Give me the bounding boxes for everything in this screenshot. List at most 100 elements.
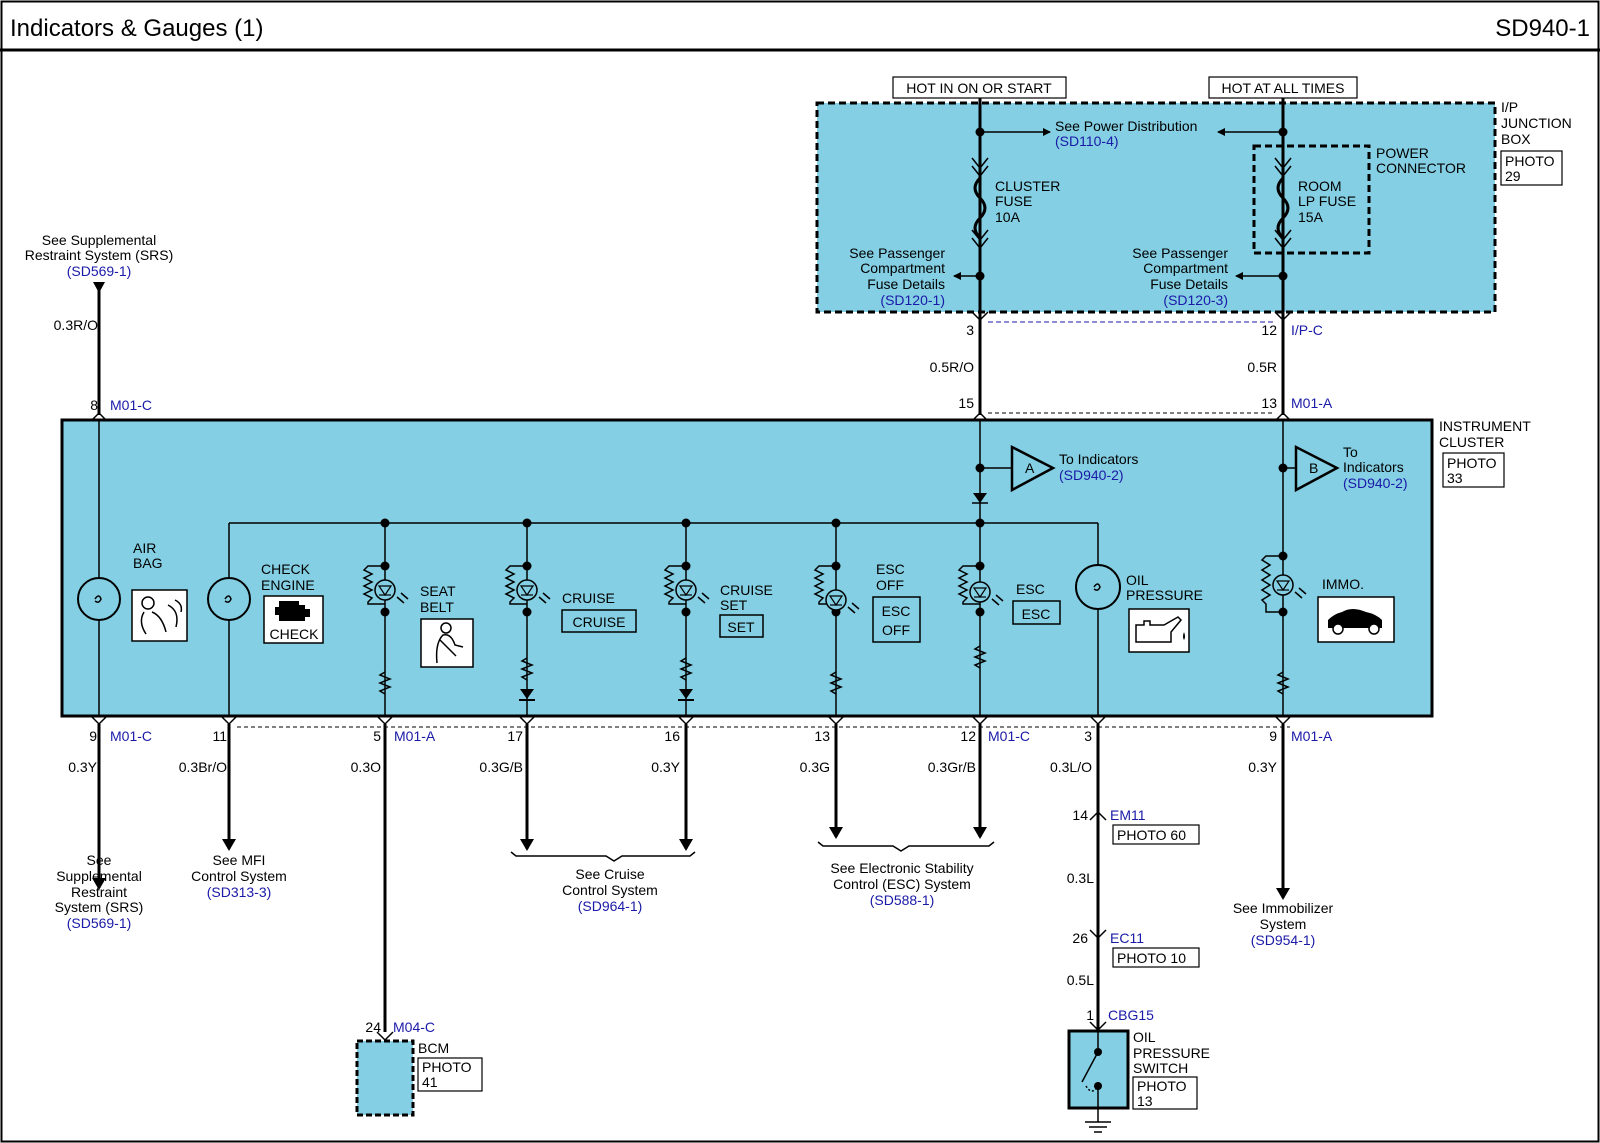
check-engine-label-2: ENGINE xyxy=(261,577,315,593)
cluster-fuse-label-2: FUSE xyxy=(995,193,1032,209)
pin-9-m01c: 9 xyxy=(89,728,97,744)
wire-03bro: 0.3Br/O xyxy=(179,759,227,775)
to-indicators-b: To xyxy=(1343,444,1358,460)
pin-5: 5 xyxy=(373,728,381,744)
wire-03ro: 0.3R/O xyxy=(54,317,98,333)
ip-junction-box: HOT IN ON OR START HOT AT ALL TIMES See … xyxy=(815,76,1572,320)
oil-switch-photo-label: PHOTO xyxy=(1137,1078,1187,1094)
wire-03y-immo: 0.3Y xyxy=(1248,759,1277,775)
cluster-photo-number: 33 xyxy=(1447,470,1463,486)
esc-off-label: ESC xyxy=(876,561,905,577)
check-engine-label: CHECK xyxy=(261,561,311,577)
em11-connector-label: EM11 xyxy=(1110,807,1146,823)
to-indicators-a-ref: (SD940-2) xyxy=(1059,467,1124,483)
pin-12: 12 xyxy=(960,728,976,744)
car-key-icon xyxy=(1317,596,1395,643)
seatbelt-icon xyxy=(420,618,474,668)
immobilizer-note-2: System xyxy=(1260,916,1307,932)
ec11-photo: PHOTO 10 xyxy=(1117,950,1186,966)
m01a-pin-15: 15 xyxy=(958,395,974,411)
m01c-pin-8: 8 xyxy=(90,397,98,413)
srs-bottom-reference: See Supplemental Restraint System (SRS) … xyxy=(55,852,144,931)
engine-icon: CHECK xyxy=(263,595,324,644)
marker-b: B xyxy=(1309,460,1318,476)
page-title: Indicators & Gauges (1) xyxy=(10,15,263,42)
oil-can-icon xyxy=(1128,608,1190,653)
pin-9-m01a: 9 xyxy=(1269,728,1277,744)
m01a-pin-13: 13 xyxy=(1261,395,1277,411)
m01c-connector-top: M01-C xyxy=(110,397,152,413)
esc-reference: See Electronic Stability Control (ESC) S… xyxy=(817,841,995,908)
pin-13: 13 xyxy=(814,728,830,744)
cruise-set-label: CRUISE xyxy=(720,582,773,598)
ec11-connector-label: EC11 xyxy=(1110,930,1144,946)
pin-11: 11 xyxy=(212,728,227,744)
wire-05l: 0.5L xyxy=(1067,972,1094,988)
ipc-pin-12: 12 xyxy=(1261,322,1277,338)
esc-system-note-2: Control (ESC) System xyxy=(833,876,971,892)
oil-switch-photo-number: 13 xyxy=(1137,1093,1153,1109)
mfi-reference: See MFI Control System (SD313-3) xyxy=(191,852,287,900)
pass-fuse-left-note: See Passenger xyxy=(849,245,945,261)
immo-label: IMMO. xyxy=(1322,576,1364,592)
bcm-photo-label: PHOTO xyxy=(422,1059,472,1075)
cluster-photo-label: PHOTO xyxy=(1447,455,1497,471)
room-fuse-label-2: LP FUSE xyxy=(1298,193,1356,209)
pass-fuse-right-note: See Passenger xyxy=(1132,245,1228,261)
wire-03y-srs: 0.3Y xyxy=(68,759,97,775)
cbg15-pin-1: 1 xyxy=(1086,1007,1094,1023)
esc-indicator-text: ESC xyxy=(1022,606,1051,622)
pin-17: 17 xyxy=(507,728,523,744)
to-indicators-b-ref: (SD940-2) xyxy=(1343,475,1408,491)
wire-03gb: 0.3G/B xyxy=(479,759,523,775)
pass-fuse-left-note-2: Compartment xyxy=(860,260,945,276)
esc-system-ref: (SD588-1) xyxy=(870,892,935,908)
oil-pressure-switch-chain: 14 EM11 PHOTO 60 0.3L 26 EC11 PHOTO 10 0… xyxy=(1067,807,1210,1133)
em11-photo: PHOTO 60 xyxy=(1117,827,1186,843)
set-indicator-text: SET xyxy=(727,619,755,635)
immobilizer-note: See Immobilizer xyxy=(1233,900,1334,916)
marker-a: A xyxy=(1025,460,1035,476)
bcm-label: BCM xyxy=(418,1040,449,1056)
seat-belt-label: SEAT xyxy=(420,583,456,599)
mfi-note-2: Control System xyxy=(191,868,287,884)
m01a-connector-bottom: M01-A xyxy=(394,728,436,744)
cruise-system-ref: (SD964-1) xyxy=(578,898,643,914)
cluster-label: INSTRUMENT xyxy=(1439,418,1531,434)
bottom-connectors: 9 M01-C 0.3Y 11 0.3Br/O 5 M01-A 0.3O 17 … xyxy=(68,715,1333,1032)
bcm-photo-number: 41 xyxy=(422,1074,438,1090)
pin-3: 3 xyxy=(1084,728,1092,744)
m01c-connector-esc: M01-C xyxy=(988,728,1030,744)
srs-top-note-2: Restraint System (SRS) xyxy=(25,247,174,263)
wire-03grb: 0.3Gr/B xyxy=(928,759,976,775)
oil-switch-label-3: SWITCH xyxy=(1133,1060,1188,1076)
cbg15-connector-label: CBG15 xyxy=(1108,1007,1154,1023)
bcm-pin-24: 24 xyxy=(365,1019,381,1035)
cruise-label: CRUISE xyxy=(562,590,615,606)
junction-photo-number: 29 xyxy=(1505,168,1521,184)
m01c-connector-bottom: M01-C xyxy=(110,728,152,744)
m01a-connector-label: M01-A xyxy=(1291,395,1333,411)
srs-bottom-note-4: System (SRS) xyxy=(55,899,144,915)
pin-16: 16 xyxy=(664,728,680,744)
bcm-module: 24 M04-C BCM PHOTO 41 xyxy=(355,1019,483,1117)
power-distribution-note: See Power Distribution xyxy=(1055,118,1197,134)
oil-pressure-label-2: PRESSURE xyxy=(1126,587,1203,603)
srs-top-ref: (SD569-1) xyxy=(67,263,132,279)
pass-fuse-right-note-2: Compartment xyxy=(1143,260,1228,276)
m01a-connector-immo: M01-A xyxy=(1291,728,1333,744)
esc-label: ESC xyxy=(1016,581,1045,597)
esc-off-indicator-text: ESC xyxy=(882,603,911,619)
esc-system-note: See Electronic Stability xyxy=(830,860,973,876)
srs-top-reference: See Supplemental Restraint System (SRS) … xyxy=(25,232,174,415)
check-engine-icon-text: CHECK xyxy=(269,626,319,642)
oil-pressure-label: OIL xyxy=(1126,572,1149,588)
airbag-label: AIR xyxy=(133,540,156,556)
ipc-connector-label: I/P-C xyxy=(1291,322,1323,338)
bcm-connector-label: M04-C xyxy=(393,1019,435,1035)
junction-box-label-2: JUNCTION xyxy=(1501,115,1572,131)
mfi-ref: (SD313-3) xyxy=(207,884,272,900)
to-indicators-a: To Indicators xyxy=(1059,451,1138,467)
srs-bottom-note-2: Supplemental xyxy=(56,868,142,884)
